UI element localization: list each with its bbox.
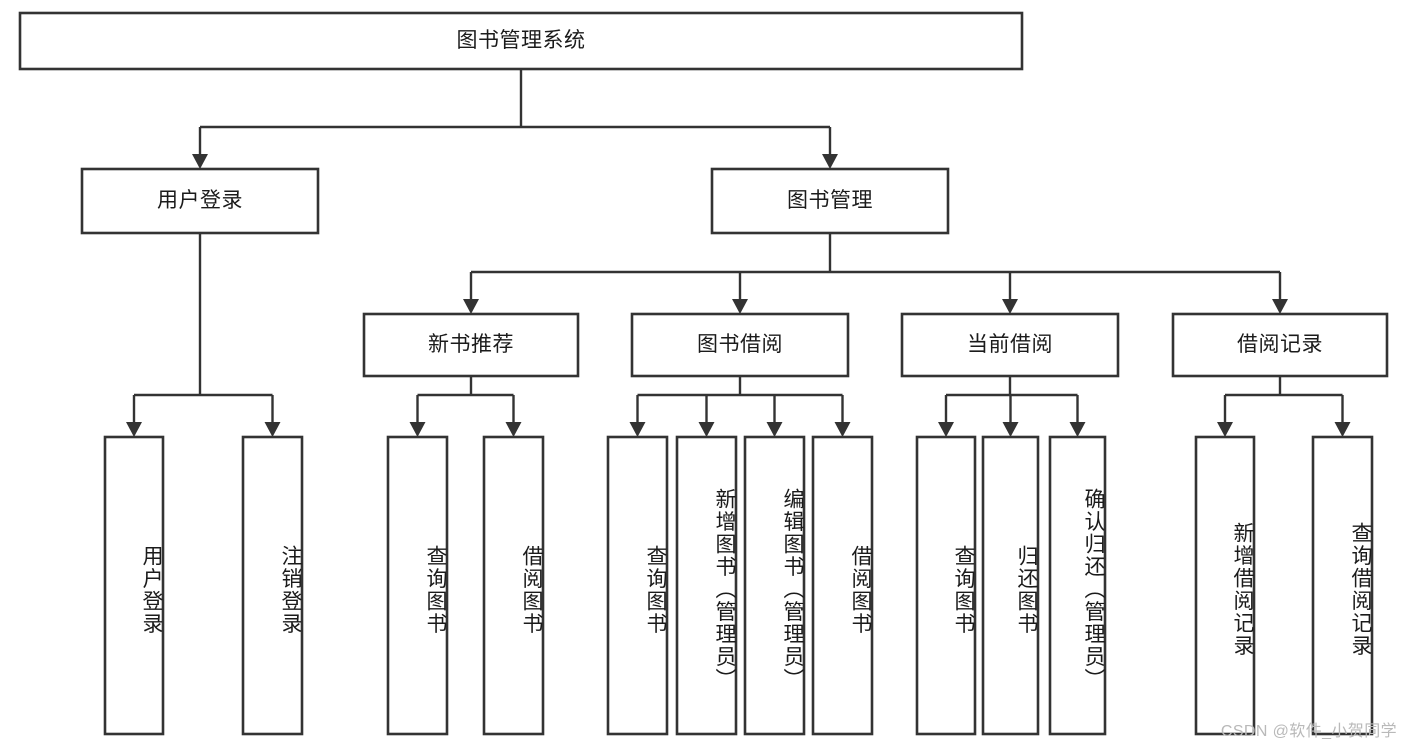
- node-box-leaf-borrow-book-1[interactable]: [482, 435, 545, 736]
- node-box-user-login[interactable]: [80, 167, 320, 235]
- node-box-leaf-return-book[interactable]: [981, 435, 1040, 736]
- arrow-head-leaf-add-book: [698, 422, 715, 437]
- arrow-head-user-login: [192, 154, 208, 169]
- node-box-borrow-record[interactable]: [1171, 312, 1389, 378]
- arrow-head-book-manage: [822, 154, 838, 169]
- node-box-leaf-add-book[interactable]: [675, 435, 738, 736]
- node-box-leaf-add-record[interactable]: [1194, 435, 1256, 736]
- node-box-new-book-recommend[interactable]: [362, 312, 580, 378]
- node-box-leaf-query-record[interactable]: [1311, 435, 1374, 736]
- node-box-book-borrow[interactable]: [630, 312, 850, 378]
- watermark-text: CSDN @软件_小贺同学: [1220, 723, 1397, 740]
- node-box-leaf-query-book-2[interactable]: [606, 435, 669, 736]
- arrow-head-leaf-query-book-1: [409, 422, 426, 437]
- node-box-leaf-query-book-1[interactable]: [386, 435, 449, 736]
- node-box-current-borrow[interactable]: [900, 312, 1120, 378]
- node-box-book-manage[interactable]: [710, 167, 950, 235]
- node-box-leaf-user-login[interactable]: [103, 435, 165, 736]
- arrow-head-leaf-borrow-book-1: [505, 422, 522, 437]
- node-box-leaf-borrow-book-2[interactable]: [811, 435, 874, 736]
- node-box-leaf-edit-book[interactable]: [743, 435, 806, 736]
- box-layer: [18, 11, 1389, 736]
- arrow-head-book-borrow: [732, 299, 748, 314]
- arrow-head-current-borrow: [1002, 299, 1018, 314]
- arrow-head-borrow-record: [1272, 299, 1288, 314]
- arrow-head-leaf-return-book: [1002, 422, 1019, 437]
- arrow-head-leaf-confirm-return: [1069, 422, 1086, 437]
- arrow-head-new-book-recommend: [463, 299, 479, 314]
- node-box-leaf-query-book-3[interactable]: [915, 435, 977, 736]
- arrow-head-leaf-add-record: [1217, 422, 1233, 437]
- arrow-head-leaf-edit-book: [766, 422, 783, 437]
- node-box-root[interactable]: [18, 11, 1024, 71]
- node-box-leaf-logout[interactable]: [241, 435, 304, 736]
- arrow-head-leaf-user-login: [126, 422, 142, 437]
- node-box-leaf-confirm-return[interactable]: [1048, 435, 1107, 736]
- arrow-head-leaf-query-record: [1334, 422, 1351, 437]
- edge-layer: [126, 69, 1351, 437]
- arrow-head-leaf-logout: [264, 422, 281, 437]
- arrow-head-leaf-query-book-2: [629, 422, 646, 437]
- arrow-head-leaf-borrow-book-2: [834, 422, 851, 437]
- arrow-head-leaf-query-book-3: [938, 422, 954, 437]
